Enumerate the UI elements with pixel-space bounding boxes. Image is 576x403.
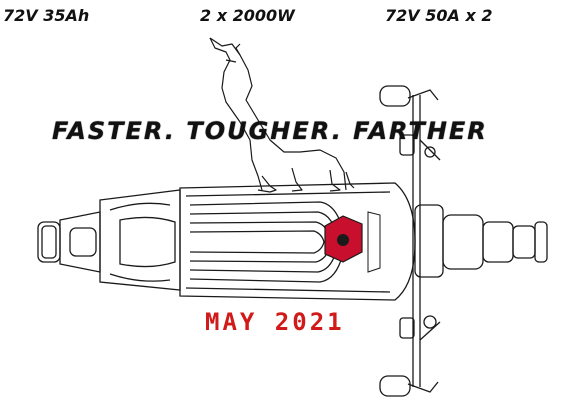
battery-spec: 72V 35Ah: [3, 6, 90, 25]
slogan: FASTER. TOUGHER. FARTHER: [52, 117, 488, 145]
logo-badge: [324, 211, 381, 273]
wolf-icon: [209, 37, 355, 193]
release-date: MAY 2021: [205, 308, 345, 336]
motor-spec: 2 x 2000W: [200, 6, 295, 25]
controller-spec: 72V 50A x 2: [385, 6, 493, 25]
